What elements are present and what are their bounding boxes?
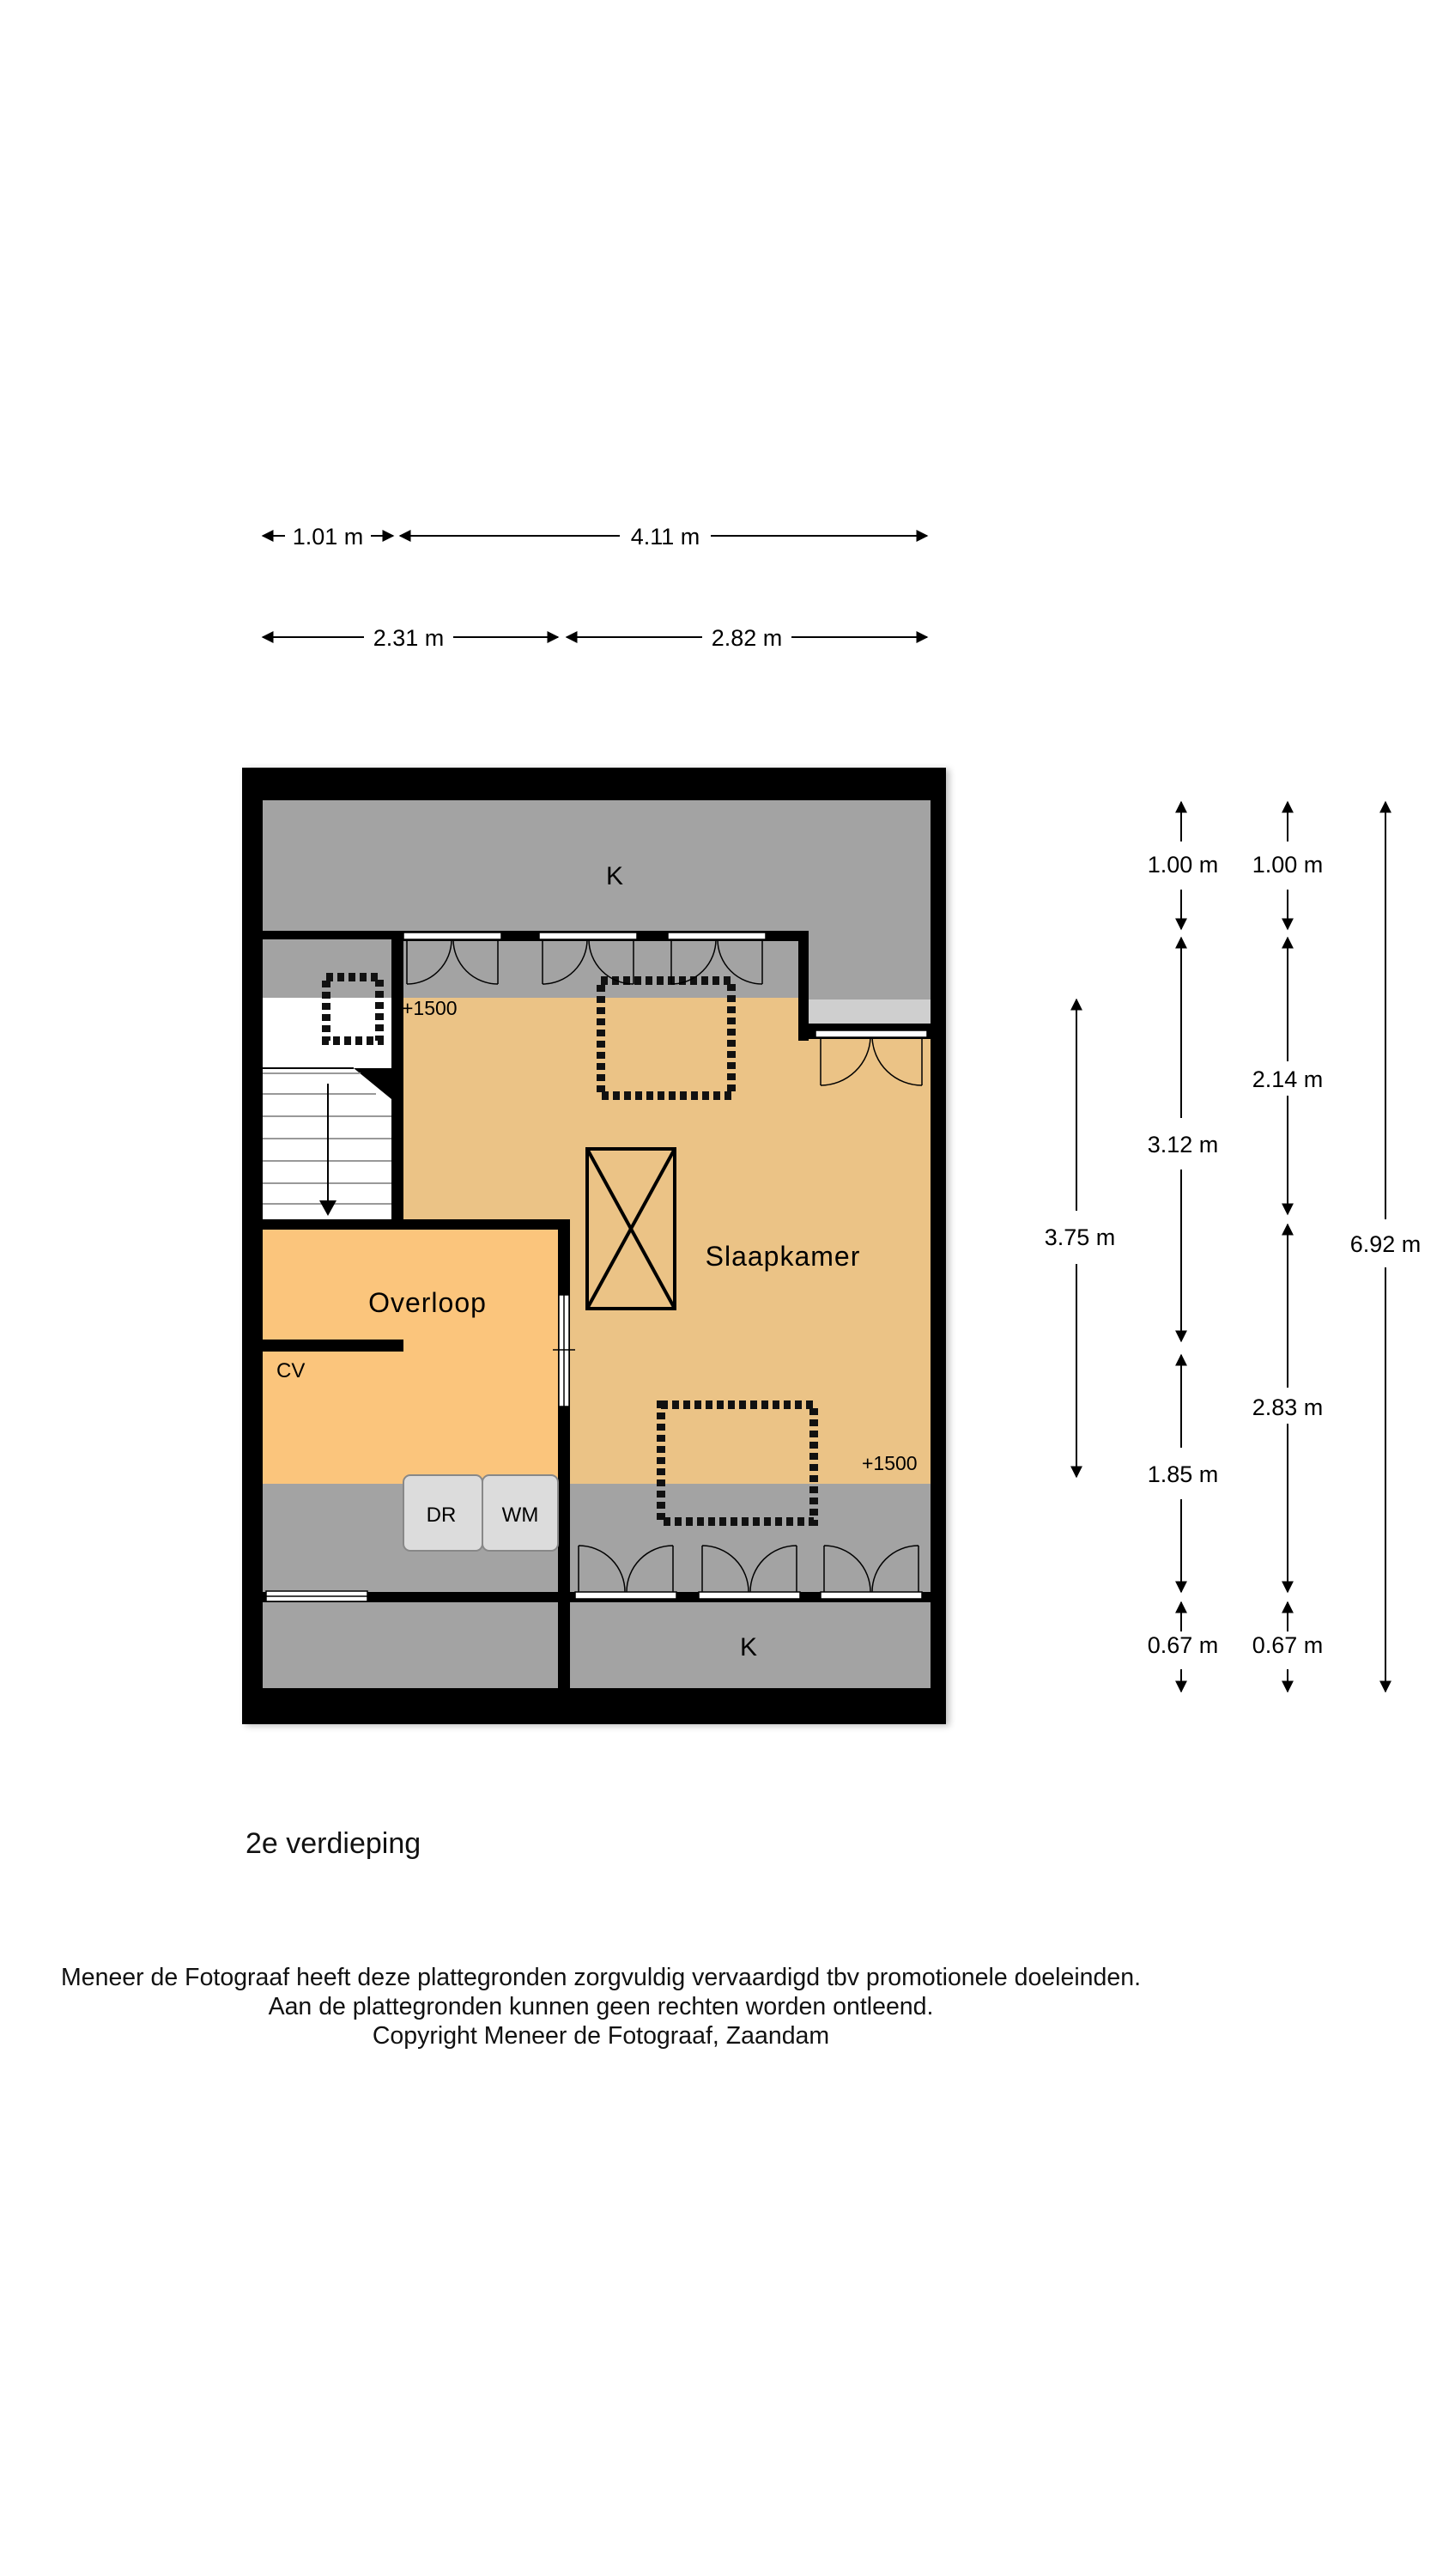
dim-label: 2.83 m [1252,1394,1324,1420]
disclaimer-line: Copyright Meneer de Fotograaf, Zaandam [372,2022,830,2050]
sliding-door[interactable] [553,1294,575,1407]
dim-label: 3.75 m [1045,1224,1116,1250]
washer: WM [482,1474,559,1552]
dim-label: 1.01 m [293,524,364,550]
landing-floor [263,1230,558,1484]
room-label-attic-bottom: K [740,1633,757,1662]
dim-label: 4.11 m [631,524,700,550]
dim-label: 2.82 m [712,625,783,651]
dim-label: 3.12 m [1148,1132,1219,1157]
height-marker: +1500 [402,997,458,1019]
attic-bottom-right [570,1602,931,1688]
cabinet-doors-bottom[interactable] [574,1545,923,1600]
dim-label: 2.14 m [1252,1066,1324,1092]
disclaimer: Meneer de Fotograaf heeft deze plattegro… [0,1963,1202,2050]
skylight-icon [322,973,818,1526]
dim-label: 1.00 m [1252,852,1324,878]
attic-right-strip [809,931,931,1001]
floor-title: 2e verdieping [246,1827,421,1860]
washer-label: WM [502,1504,539,1527]
attic-top [263,800,931,931]
disclaimer-line: Aan de plattegronden kunnen geen rechten… [268,1993,934,2020]
room-label-landing: Overloop [368,1287,487,1318]
room-label-boiler: CV [276,1359,305,1382]
attic-right-light [809,999,931,1024]
disclaimer-line: Meneer de Fotograaf heeft deze plattegro… [61,1964,1141,1991]
attic-bottom-strip [263,1484,931,1594]
dim-label: 0.67 m [1148,1632,1219,1658]
height-marker: +1500 [862,1452,918,1474]
cabinet-doors-right[interactable] [815,1030,928,1086]
void-hatch [585,1147,676,1310]
room-label-bedroom: Slaapkamer [706,1241,861,1272]
dryer: DR [403,1474,483,1552]
sliding-hatch[interactable] [265,1590,368,1602]
stair-direction-icon [319,1084,336,1216]
attic-left-strip [263,939,391,998]
dim-label: 1.85 m [1148,1461,1219,1487]
cabinet-doors-top[interactable] [403,932,767,985]
dryer-label: DR [427,1504,457,1527]
dim-label: 0.67 m [1252,1632,1324,1658]
dim-label: 2.31 m [373,625,445,651]
dim-label: 6.92 m [1350,1231,1422,1257]
room-label-attic-top: K [606,862,623,890]
attic-bottom-left [263,1602,558,1688]
bedroom-floor-right [802,1036,931,1484]
dim-label: 1.00 m [1148,852,1219,878]
